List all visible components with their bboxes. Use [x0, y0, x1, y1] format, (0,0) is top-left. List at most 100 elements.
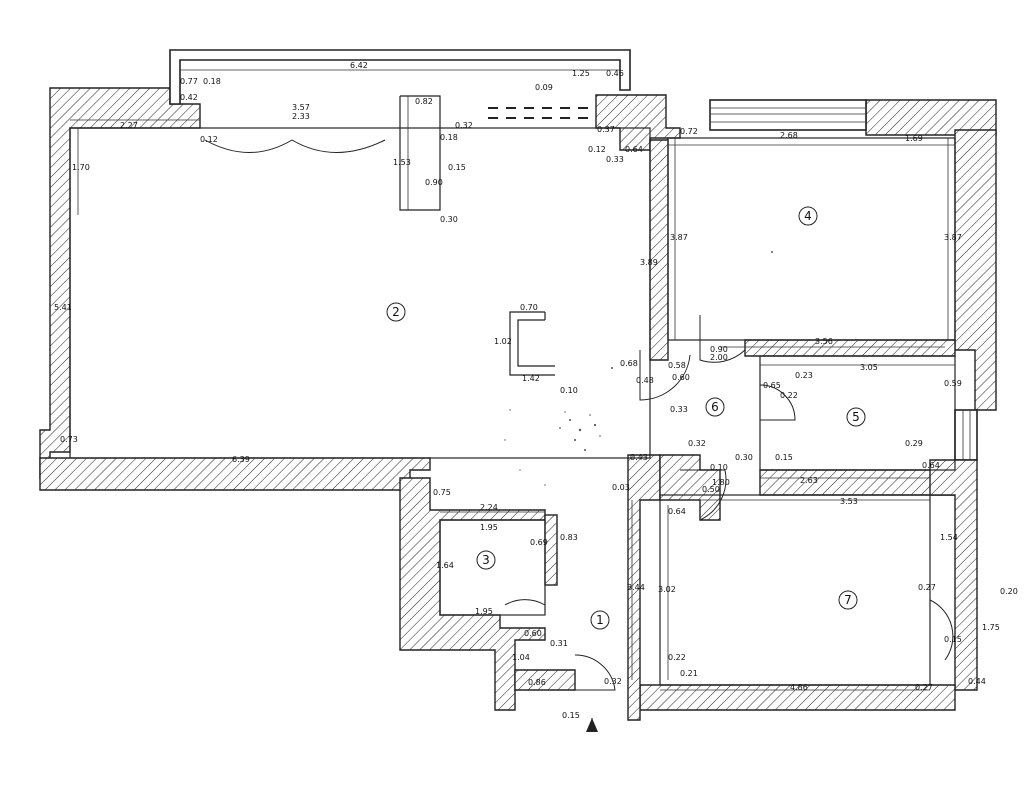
dim-label: 0.15 — [448, 163, 466, 172]
room-number: 3 — [482, 553, 490, 567]
dim-label: 0.21 — [680, 669, 698, 678]
dim-label: 0.69 — [530, 538, 548, 547]
wall-right-room4 — [954, 129, 997, 411]
room-marker-1: 1 — [590, 610, 610, 630]
room-marker-4: 4 — [798, 206, 818, 226]
dim-label: 0.15 — [944, 635, 962, 644]
room-markers: 2 4 5 6 7 3 1 — [386, 206, 866, 630]
door-entrance — [574, 654, 616, 691]
duct — [509, 311, 555, 376]
dim-label: 0.59 — [944, 379, 962, 388]
dim-label: 1.53 — [393, 158, 411, 167]
dim-label: 0.82 — [415, 97, 433, 106]
doors — [204, 139, 954, 691]
room-marker-2: 2 — [386, 302, 406, 322]
dim-label: 0.72 — [680, 127, 698, 136]
dim-label: 3.89 — [640, 258, 658, 267]
dim-label: 0.31 — [550, 639, 568, 648]
dim-label: 0.83 — [560, 533, 578, 542]
dim-label: 3.56 — [815, 337, 833, 346]
wall-partition-left — [649, 139, 669, 361]
dim-label: 0.12 — [588, 145, 606, 154]
door-room4 — [699, 315, 746, 363]
dim-label: 0.37 — [597, 125, 615, 134]
dim-label: 0.44 — [968, 677, 986, 686]
room-marker-5: 5 — [846, 407, 866, 427]
dim-label: 0.70 — [520, 303, 538, 312]
dim-label: 3.87 — [670, 233, 688, 242]
window-room5 — [954, 409, 978, 461]
room-number: 5 — [852, 410, 860, 424]
dim-label: 0.33 — [606, 155, 624, 164]
dim-label: 6.39 — [232, 455, 250, 464]
door-room7 — [929, 599, 954, 661]
dim-label: 0.60 — [524, 629, 542, 638]
dim-label: 0.50 — [702, 485, 720, 494]
dim-label: 1.04 — [512, 653, 530, 662]
room-number: 4 — [804, 209, 812, 223]
walls — [39, 49, 997, 721]
dim-label: 0.73 — [60, 435, 78, 444]
dim-label: 6.42 — [350, 61, 368, 70]
dim-label: 0.48 — [636, 376, 654, 385]
dim-label: 2.24 — [480, 503, 498, 512]
dim-label: 1.54 — [940, 533, 958, 542]
dim-label: 0.64 — [668, 507, 686, 516]
dim-label: 0.03 — [612, 483, 630, 492]
dim-label: 1.70 — [72, 163, 90, 172]
dim-label: 0.68 — [620, 359, 638, 368]
dim-label: 2.27 — [120, 121, 138, 130]
room-number: 1 — [596, 613, 604, 627]
wall-room3 — [399, 477, 546, 711]
room-outlines — [69, 95, 956, 686]
dim-label: 0.30 — [735, 453, 753, 462]
dim-label: 3.02 — [658, 585, 676, 594]
dim-label: 3.87 — [944, 233, 962, 242]
dim-label: 0.65 — [763, 381, 781, 390]
dim-label: 0.15 — [562, 711, 580, 720]
scan-noise — [504, 251, 773, 486]
dim-label: 1.95 — [480, 523, 498, 532]
door-room5 — [759, 384, 796, 421]
dim-label: 2.63 — [800, 476, 818, 485]
dimension-labels: 6.42 1.25 0.46 0.77 0.18 0.42 0.09 2.27 … — [54, 61, 1018, 720]
dim-label: 0.30 — [440, 215, 458, 224]
dimension-lines — [70, 69, 955, 691]
door-balcony — [204, 139, 386, 153]
dim-label: 0.10 — [710, 463, 728, 472]
dim-label: 0.86 — [528, 678, 546, 687]
wall-5-7 — [759, 469, 956, 496]
dim-label: 1.69 — [905, 134, 923, 143]
dim-label: 0.77 — [180, 77, 198, 86]
room-number: 7 — [844, 593, 852, 607]
dim-label: 3.53 — [840, 497, 858, 506]
room-marker-3: 3 — [476, 550, 496, 570]
dim-label: 0.32 — [604, 677, 622, 686]
dim-label: 4.86 — [790, 683, 808, 692]
door-room3 — [504, 585, 546, 606]
dim-label: 0.32 — [688, 439, 706, 448]
dim-label: 0.90 — [425, 178, 443, 187]
dim-label: 0.10 — [560, 386, 578, 395]
dim-label: 1.25 — [572, 69, 590, 78]
dim-label: 0.22 — [668, 653, 686, 662]
dim-label: 0.64 — [922, 461, 940, 470]
dim-label: 2.33 — [292, 112, 310, 121]
entrance-arrow-icon — [586, 718, 598, 732]
dim-label: 1.80 — [712, 478, 730, 487]
dim-label: 3.44 — [627, 583, 645, 592]
dim-label: 0.75 — [433, 488, 451, 497]
wall-balcony — [169, 49, 631, 105]
dim-label: 5.41 — [54, 303, 72, 312]
room-marker-7: 7 — [838, 590, 858, 610]
door-room6 — [680, 469, 727, 521]
dim-label: 0.22 — [780, 391, 798, 400]
dim-label: 0.18 — [203, 77, 221, 86]
dim-label: 0.27 — [918, 583, 936, 592]
dim-label: 0.32 — [455, 121, 473, 130]
dim-label: 0.15 — [775, 453, 793, 462]
dim-label: 0.90 — [710, 345, 728, 354]
dim-label: 1.42 — [522, 374, 540, 383]
dim-label: 1.02 — [494, 337, 512, 346]
